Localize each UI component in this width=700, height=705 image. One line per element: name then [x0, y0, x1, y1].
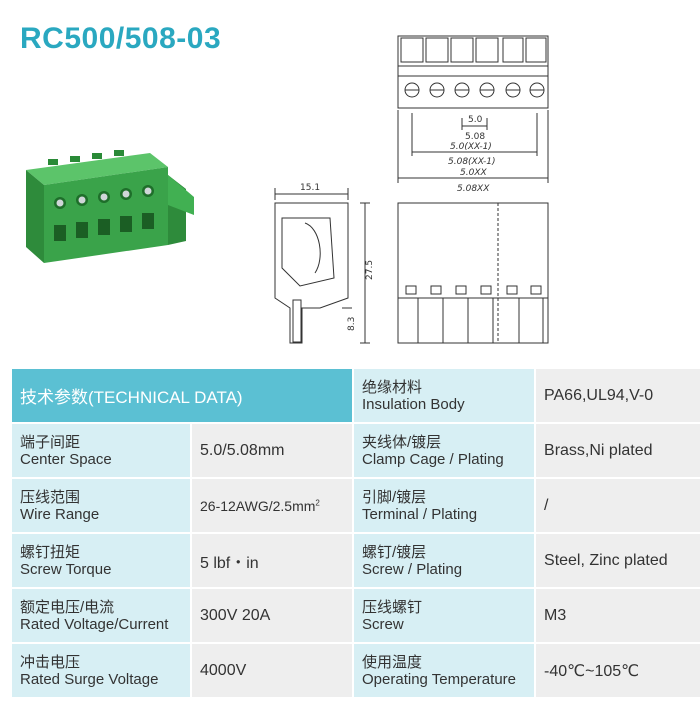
- spec-value: Steel, Zinc plated: [536, 534, 700, 587]
- dim-pin-length: 8.3: [347, 317, 357, 331]
- spec-value: 5.0/5.08mm: [192, 424, 353, 477]
- dim-total-alt: 5.08XX: [457, 184, 490, 194]
- spec-label: 绝缘材料 Insulation Body: [354, 369, 535, 422]
- product-photo: [26, 150, 194, 263]
- page-title: RC500/508-03: [20, 22, 222, 55]
- technical-drawing: 5.0 5.08 5.0(XX-1) 5.08(XX-1) 5.0XX 5.08…: [274, 35, 549, 344]
- table-row: 技术参数(TECHNICAL DATA) 绝缘材料 Insulation Bod…: [12, 369, 700, 422]
- table-header: 技术参数(TECHNICAL DATA): [12, 369, 353, 422]
- spec-value: M3: [536, 589, 700, 642]
- dim-height: 27.5: [365, 260, 375, 280]
- spec-value: 4000V: [192, 644, 353, 697]
- spec-table: 技术参数(TECHNICAL DATA) 绝缘材料 Insulation Bod…: [10, 367, 700, 699]
- spec-value: 300V 20A: [192, 589, 353, 642]
- dim-total: 5.0XX: [460, 168, 487, 178]
- spec-value: Brass,Ni plated: [536, 424, 700, 477]
- dim-span: 5.0(XX-1): [450, 142, 492, 152]
- dim-pitch-alt: 5.08: [465, 132, 485, 142]
- spec-value: 26-12AWG/2.5mm2: [192, 479, 353, 532]
- spec-value: PA66,UL94,V-0: [536, 369, 700, 422]
- dim-span-alt: 5.08(XX-1): [448, 157, 496, 167]
- spec-value: 5 lbf・in: [192, 534, 353, 587]
- spec-value: -40℃~105℃: [536, 644, 700, 697]
- spec-value: /: [536, 479, 700, 532]
- dim-depth: 15.1: [300, 183, 320, 193]
- dim-pitch: 5.0: [468, 115, 483, 125]
